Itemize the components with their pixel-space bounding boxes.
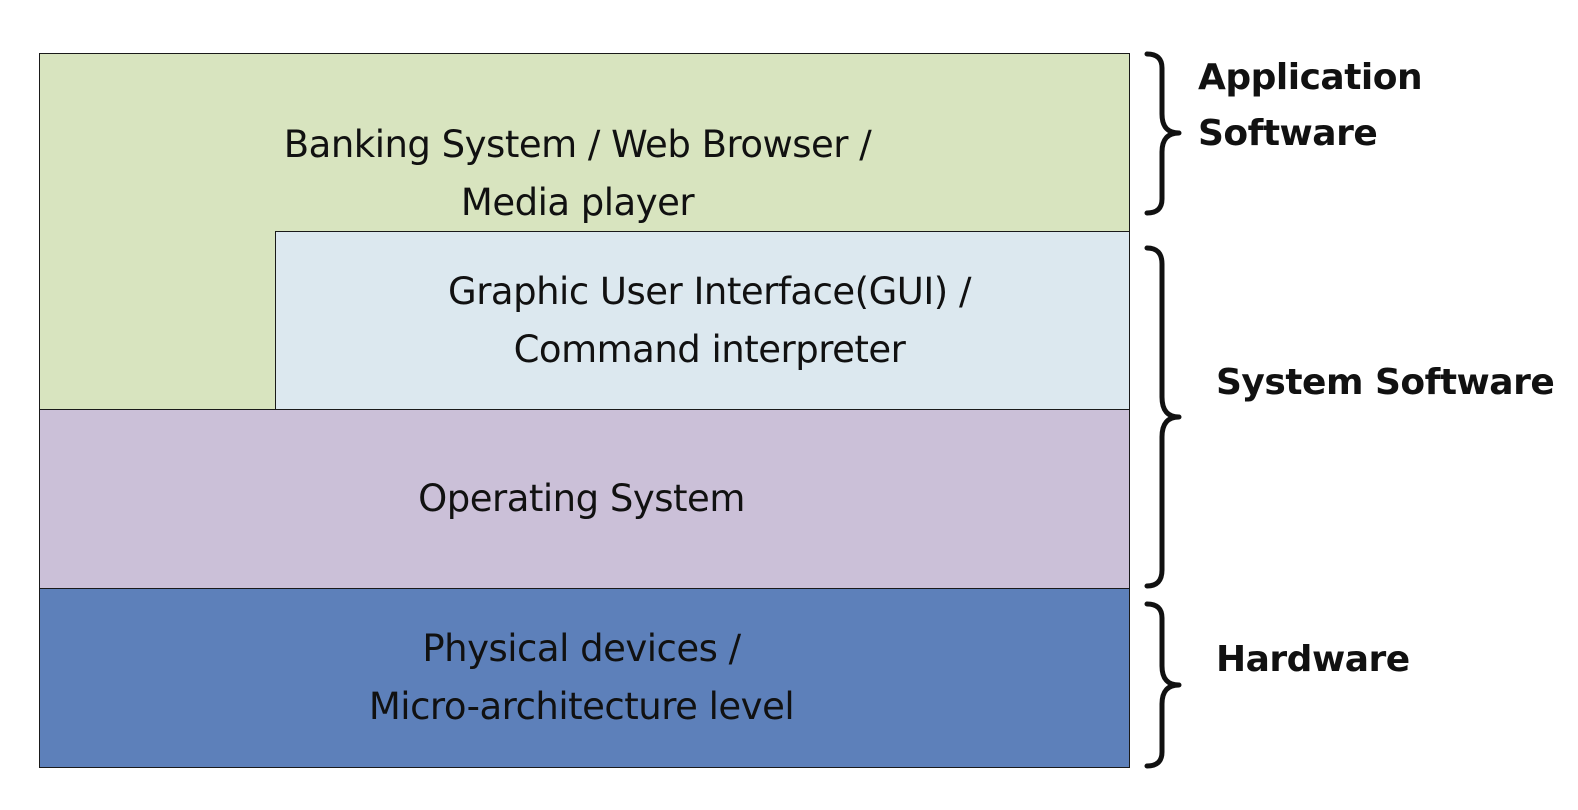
system-software-label: System Software [1216,362,1555,403]
gui-layer-text: Graphic User Interface(GUI) / Command in… [448,263,971,379]
gui-layer-line-1: Graphic User Interface(GUI) / [448,269,971,313]
application-layer-line-2: Media player [460,181,695,224]
hardware-layer-line-1: Physical devices / [422,627,741,670]
hardware-label: Hardware [1216,639,1410,680]
hardware-layer-box: Physical devices / Micro-architecture le… [39,588,1130,768]
application-layer-line-1: Banking System / Web Browser / [283,123,872,166]
gui-layer-line-2: Command interpreter [513,327,906,371]
application-brace [1144,51,1182,216]
gui-layer-box: Graphic User Interface(GUI) / Command in… [275,231,1130,410]
operating-system-layer-box: Operating System [39,409,1130,589]
application-layer-text: Banking System / Web Browser / Media pla… [190,116,965,232]
application-software-label-line-1: Application [1198,57,1423,98]
hardware-layer-line-2: Micro-architecture level [368,685,795,728]
hardware-brace [1144,601,1182,769]
application-software-label: Application Software [1198,50,1423,162]
system-software-brace [1144,245,1182,589]
hardware-layer-text: Physical devices / Micro-architecture le… [368,620,795,736]
application-software-label-line-2: Software [1198,113,1378,154]
operating-system-layer-text: Operating System [418,477,745,520]
